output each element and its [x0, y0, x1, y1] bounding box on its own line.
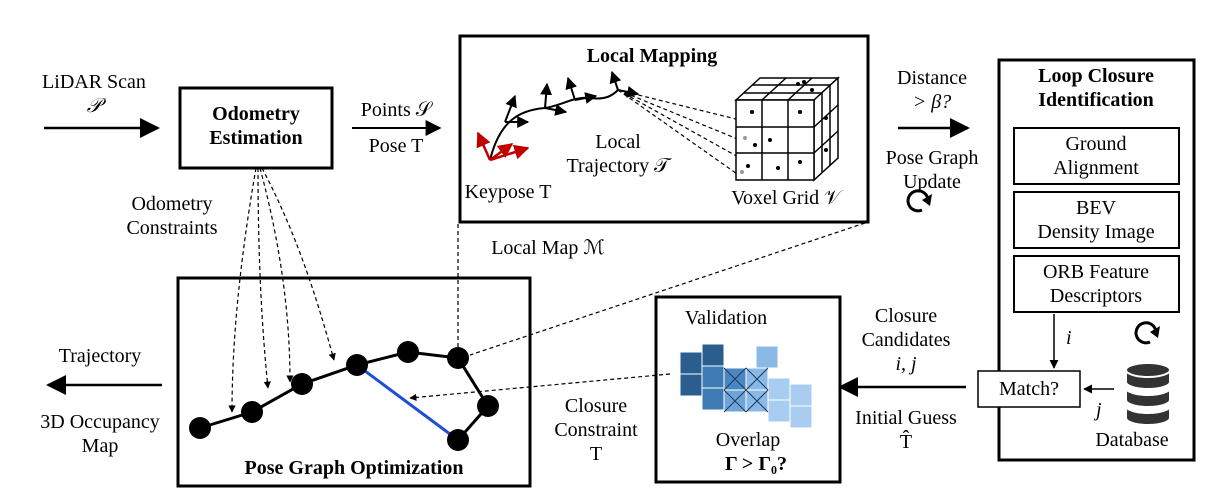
odometry-constraints-label: Odometry Constraints	[126, 193, 218, 239]
j-label: j	[1096, 399, 1102, 421]
closure-candidates-label: Closure Candidates i, j	[861, 305, 951, 375]
loop-closure-box	[997, 58, 1196, 462]
local-trajectory-label: Local Trajectory 𝒯	[566, 131, 670, 177]
pose-graph-optimization-title: Pose Graph Optimization	[244, 457, 464, 479]
initial-guess-label: Initial Guess T̂	[855, 407, 957, 453]
pose-node	[241, 401, 263, 423]
voxel-grid-label: Voxel Grid 𝒱	[731, 187, 841, 209]
match-label: Match?	[999, 378, 1059, 400]
pose-node	[291, 373, 313, 395]
validation-title: Validation	[684, 307, 768, 329]
local-mapping-title: Local Mapping	[586, 45, 718, 67]
input-label: LiDAR Scan 𝒫	[42, 71, 146, 117]
odometry-constraints-arrows	[228, 167, 336, 413]
voxel-grid-icon	[734, 76, 840, 182]
overlap-label: Overlap	[715, 429, 781, 451]
trajectory-output-label: Trajectory	[58, 345, 142, 367]
pose-node	[447, 429, 469, 451]
voxel-points	[740, 80, 828, 174]
local-map-label: Local Map ℳ	[491, 237, 605, 259]
refresh-icon-head	[922, 194, 932, 206]
pose-node	[189, 417, 211, 439]
i-label: i	[1066, 327, 1072, 349]
overlap-hatch	[723, 367, 769, 413]
pose-node	[397, 341, 419, 363]
database-label: Database	[1095, 429, 1169, 451]
refresh-icon	[906, 189, 930, 213]
database-icon	[1125, 362, 1171, 426]
loop-closure-edge	[356, 363, 459, 442]
local-mapping-box	[458, 34, 870, 224]
distance-label: Distance > β?	[897, 67, 967, 113]
refresh-icon-head	[1150, 326, 1160, 338]
bev-density-label: BEV Density Image	[1037, 197, 1155, 243]
overlap-condition: Γ > Γ₀?	[724, 453, 788, 475]
ground-alignment-box	[1013, 127, 1180, 185]
local-trajectory	[476, 70, 741, 177]
orb-descriptors-box	[1013, 255, 1180, 313]
pose-node	[447, 347, 469, 369]
points-label: Points 𝒮	[360, 99, 432, 121]
pose-node	[346, 354, 368, 376]
keypose-label: Keypose T	[464, 181, 552, 203]
odometry-title: Odometry Estimation	[209, 103, 303, 149]
pose-graph-update-label: Pose Graph Update	[885, 147, 979, 193]
pose-graph	[189, 341, 499, 451]
pose-label: Pose T	[368, 135, 424, 157]
ground-alignment-label: Ground Alignment	[1053, 133, 1139, 179]
overlap-voxels	[679, 343, 813, 429]
pose-graph-box	[176, 276, 532, 488]
closure-constraint-label: Closure Constraint T	[554, 395, 638, 465]
pose-node	[477, 395, 499, 417]
orb-descriptors-label: ORB Feature Descriptors	[1042, 261, 1150, 307]
match-box	[977, 370, 1081, 408]
occupancy-output-label: 3D Occupancy Map	[40, 411, 160, 457]
refresh-icon	[1134, 321, 1158, 345]
closure-constraint-arrow	[409, 373, 671, 401]
bev-density-box	[1013, 191, 1180, 249]
loop-closure-title: Loop Closure Identification	[1038, 65, 1154, 111]
